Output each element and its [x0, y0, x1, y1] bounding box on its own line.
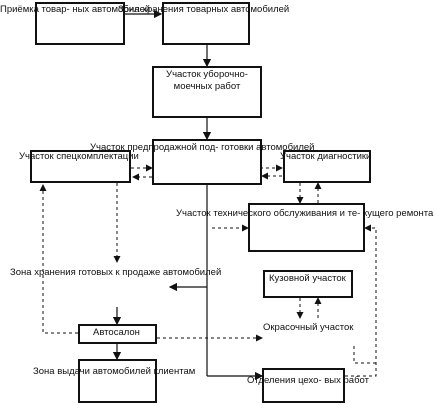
box-zona-vydachi	[78, 359, 157, 403]
label-uborochno: Участок уборочно-моечных работ	[166, 69, 248, 92]
label-priemka: Приёмка товар- ных автомобилей	[0, 4, 151, 15]
box-predprodazh	[152, 139, 262, 185]
label-speckompl: Участок спецкомплектации	[19, 151, 139, 162]
label-zona-gotovyh: Зона хранения готовых к продаже автомоби…	[10, 267, 222, 278]
box-speckompl	[30, 150, 131, 183]
box-otdelenie	[262, 368, 345, 403]
box-kuzovnoy	[263, 270, 353, 298]
box-uborochno	[152, 66, 262, 118]
label-diagnostiki: Участок диагностики	[280, 151, 372, 162]
box-avtosalon	[78, 324, 157, 344]
label-to-tr: Участок технического обслуживания и те- …	[176, 208, 434, 219]
label-otdelenie: Отделения цехо- вых работ	[247, 375, 369, 386]
box-priemka	[35, 2, 125, 45]
label-zona-vydachi: Зона выдачи автомобилей клиентам	[33, 366, 196, 377]
box-diagnostiki	[283, 150, 371, 183]
dash-otdel-left	[353, 343, 376, 364]
label-okrasochny: Окрасочный участок	[263, 322, 354, 333]
dash-otdel-right	[345, 224, 377, 377]
box-zona-hraneniya	[162, 2, 250, 45]
dash-left-loop	[39, 184, 78, 334]
label-avtosalon: Автосалон	[93, 327, 140, 338]
label-zona-hraneniya: Зона хранения товарных автомобилей	[118, 4, 290, 15]
label-predprodazh: Участок предпродажной под- готовки автом…	[90, 142, 315, 153]
label-kuzovnoy: Кузовной участок	[269, 273, 346, 284]
box-to-tr	[248, 203, 365, 252]
